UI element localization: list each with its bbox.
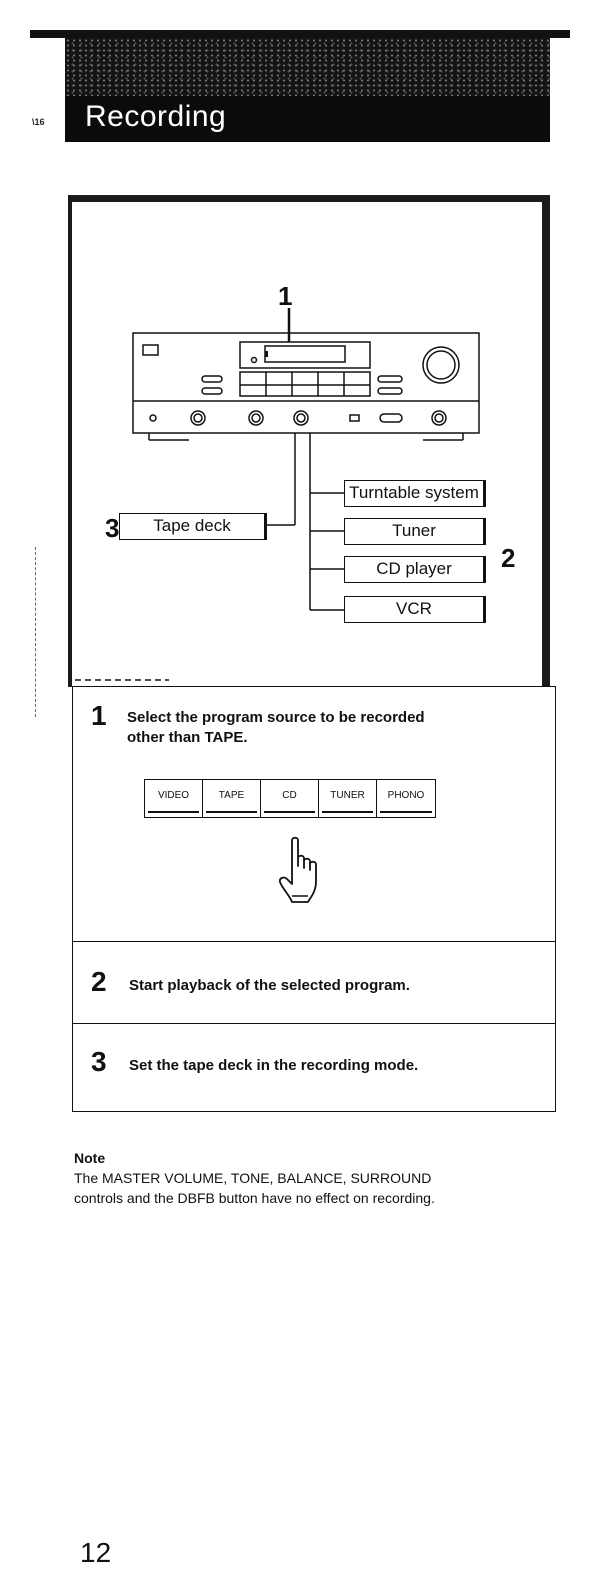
- diagram-step-1: 1: [278, 281, 293, 311]
- display-panel: [239, 341, 371, 369]
- step-1-text-line1: Select the program source to be recorded: [127, 709, 425, 726]
- step-1-text-line2: other than TAPE.: [127, 729, 248, 746]
- step-2-text: Start playback of the selected program.: [129, 977, 410, 994]
- connection-diagram: 1 2 3 Tape deck Turntable system Tuner C…: [68, 195, 550, 687]
- step-1: 1 Select the program source to be record…: [73, 686, 555, 941]
- amplifier-body: [132, 332, 480, 434]
- note-text: The MASTER VOLUME, TONE, BALANCE, SURROU…: [74, 1168, 554, 1208]
- cd-button[interactable]: CD: [261, 780, 319, 817]
- source-cd-player: CD player: [344, 556, 486, 583]
- volume-knob: [422, 346, 460, 384]
- hand-pointer-icon: [278, 836, 317, 903]
- corner-mark: \16: [32, 117, 45, 127]
- step-1-number: 1: [91, 700, 107, 731]
- source-tuner: Tuner: [344, 518, 486, 545]
- note-line-2: controls and the DBFB button have no eff…: [74, 1190, 435, 1206]
- step-3-text: Set the tape deck in the recording mode.: [129, 1057, 419, 1074]
- note-heading: Note: [74, 1150, 106, 1166]
- tape-deck-label: Tape deck: [119, 513, 267, 540]
- video-button[interactable]: VIDEO: [145, 780, 203, 817]
- tape-button[interactable]: TAPE: [203, 780, 261, 817]
- diagram-step-2: 2: [501, 543, 516, 573]
- diagram-edge-right: [542, 196, 550, 686]
- diagram-edge-top: [69, 196, 549, 202]
- amplifier-illustration: [75, 308, 480, 681]
- source-turntable: Turntable system: [344, 480, 486, 507]
- step-2: 2 Start playback of the selected program…: [73, 941, 555, 1023]
- diagram-edge-left: [68, 196, 72, 686]
- function-buttons: [239, 371, 371, 397]
- step-3: 3 Set the tape deck in the recording mod…: [73, 1023, 555, 1111]
- page-number: 12: [80, 1537, 112, 1568]
- page-title: Recording: [85, 100, 227, 133]
- title-banner-lower: [65, 96, 550, 142]
- source-vcr: VCR: [344, 596, 486, 623]
- margin-rule: [35, 547, 36, 717]
- power-indicator: [142, 344, 159, 356]
- step-2-number: 2: [91, 966, 107, 997]
- top-rule: [30, 30, 570, 38]
- step-3-number: 3: [91, 1046, 107, 1077]
- instruction-steps: 1 Select the program source to be record…: [72, 686, 556, 1112]
- diagram-step-3: 3: [105, 513, 120, 543]
- title-banner: Recording: [65, 38, 550, 142]
- tuner-button[interactable]: TUNER: [319, 780, 377, 817]
- phono-button[interactable]: PHONO: [377, 780, 435, 817]
- source-button-strip: VIDEO TAPE CD TUNER PHONO: [144, 779, 436, 818]
- note-line-1: The MASTER VOLUME, TONE, BALANCE, SURROU…: [74, 1170, 432, 1186]
